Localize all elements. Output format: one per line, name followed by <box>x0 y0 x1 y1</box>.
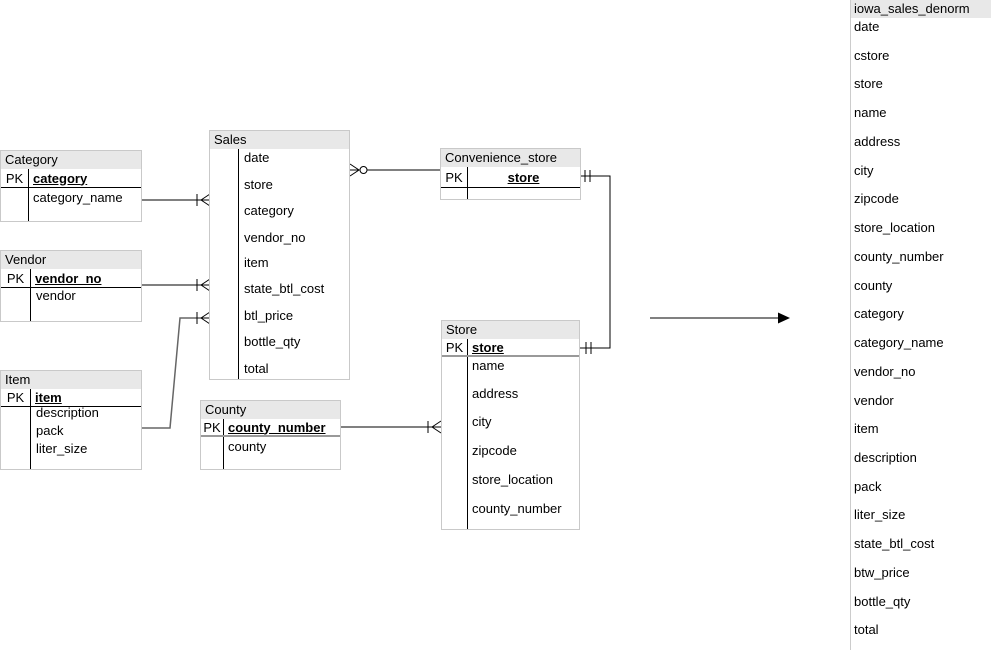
denorm-field-category: category <box>854 306 904 322</box>
pk-label: PK <box>445 339 464 355</box>
pk-column-divider <box>467 167 468 199</box>
pk-label: PK <box>6 270 25 286</box>
field-item: item <box>244 255 269 270</box>
pk-field-county-number: county_number <box>228 419 326 435</box>
denorm-field-store-location: store_location <box>854 220 935 236</box>
field-description: description <box>36 405 99 420</box>
field-county: county <box>228 439 267 454</box>
pk-column-divider <box>30 269 31 321</box>
denorm-field-city: city <box>854 162 874 178</box>
denorm-field-store: store <box>854 76 883 92</box>
pk-column-divider <box>223 419 224 469</box>
denorm-field-county: county <box>854 277 893 293</box>
denorm-field-category-name: category_name <box>854 335 944 351</box>
field-zipcode: zipcode <box>472 443 517 458</box>
denorm-field-liter-size: liter_size <box>854 507 906 523</box>
pk-row: PK store <box>442 339 579 357</box>
denorm-field-date: date <box>854 19 880 34</box>
pk-label: PK <box>203 419 221 435</box>
pk-row: PK item <box>1 389 141 407</box>
pk-row: PK vendor_no <box>1 269 141 288</box>
field-btl-price: btl_price <box>244 308 294 323</box>
entity-vendor[interactable]: Vendor PK vendor_no vendor <box>0 250 142 322</box>
denorm-field-list: date cstore store name address city zipc… <box>851 18 991 650</box>
field-vendor: vendor <box>36 288 76 303</box>
field-total: total <box>244 361 269 376</box>
pk-field-item: item <box>35 390 62 405</box>
denorm-field-btw-price: btw_price <box>854 564 910 580</box>
denorm-field-county-number: county_number <box>854 248 944 264</box>
field-state-btl-cost: state_btl_cost <box>244 281 325 296</box>
entity-vendor-title: Vendor <box>1 251 141 269</box>
field-bottle-qty: bottle_qty <box>244 334 301 349</box>
denorm-field-name: name <box>854 105 887 121</box>
pk-row: PK county_number <box>201 419 340 437</box>
entity-category[interactable]: Category PK category category_name <box>0 150 142 222</box>
entity-store-title: Store <box>442 321 579 339</box>
entity-county-title: County <box>201 401 340 419</box>
pk-field-store: store <box>507 169 540 185</box>
pk-column-divider <box>30 389 31 469</box>
field-store-location: store_location <box>472 472 553 487</box>
field-county-number: county_number <box>472 501 562 516</box>
entity-store[interactable]: Store PK store name address city zipcode… <box>441 320 580 530</box>
denorm-field-vendor-no: vendor_no <box>854 363 916 379</box>
field-city: city <box>472 414 492 429</box>
denorm-field-state-btl-cost: state_btl_cost <box>854 536 935 552</box>
connector-sales-convenience-store <box>349 163 440 177</box>
pk-label: PK <box>6 390 25 405</box>
entity-sales-title: Sales <box>210 131 349 149</box>
denorm-field-address: address <box>854 133 901 149</box>
connector-convenience-store-store <box>580 170 611 354</box>
denorm-table-panel[interactable]: iowa_sales_denorm date cstore store name… <box>850 0 991 650</box>
denorm-field-item: item <box>854 421 879 437</box>
denorm-field-zipcode: zipcode <box>854 191 899 207</box>
denorm-field-pack: pack <box>854 478 882 494</box>
field-date: date <box>244 150 270 165</box>
denorm-field-bottle-qty: bottle_qty <box>854 593 911 609</box>
pk-field-category: category <box>33 170 88 186</box>
denorm-field-description: description <box>854 450 917 466</box>
field-store: store <box>244 177 273 192</box>
entity-category-title: Category <box>1 151 141 169</box>
connector-vendor-sales <box>142 278 211 292</box>
pk-field-vendor-no: vendor_no <box>35 270 102 286</box>
denorm-field-cstore: cstore <box>854 47 890 63</box>
pk-label: PK <box>5 170 24 186</box>
entity-item[interactable]: Item PK item description pack liter_size <box>0 370 142 470</box>
denorm-field-total: total <box>854 622 879 638</box>
entity-sales[interactable]: Sales date store category vendor_no item… <box>209 130 350 380</box>
field-address: address <box>472 386 519 401</box>
connector-category-sales <box>142 193 211 207</box>
entity-item-title: Item <box>1 371 141 389</box>
field-pack: pack <box>36 423 64 438</box>
field-category: category <box>244 203 294 218</box>
entity-convenience-store[interactable]: Convenience_store PK store <box>440 148 581 200</box>
denorm-field-vendor: vendor <box>854 392 894 408</box>
pk-row: PK store <box>441 167 580 188</box>
entity-convenience-store-title: Convenience_store <box>441 149 580 167</box>
pk-column-divider <box>28 169 29 221</box>
field-liter-size: liter_size <box>36 441 88 456</box>
field-category-name: category_name <box>33 190 123 205</box>
entity-county[interactable]: County PK county_number county <box>200 400 341 470</box>
pk-row: PK category <box>1 169 141 188</box>
flow-arrow <box>650 312 790 324</box>
denorm-table-title: iowa_sales_denorm <box>851 0 991 18</box>
pk-field-store: store <box>472 339 504 355</box>
pk-label: PK <box>445 169 463 185</box>
pk-column-divider <box>467 339 468 529</box>
field-vendor-no: vendor_no <box>244 230 306 245</box>
pk-column-divider <box>238 149 239 379</box>
field-name: name <box>472 358 505 373</box>
connector-county-store <box>340 420 442 434</box>
